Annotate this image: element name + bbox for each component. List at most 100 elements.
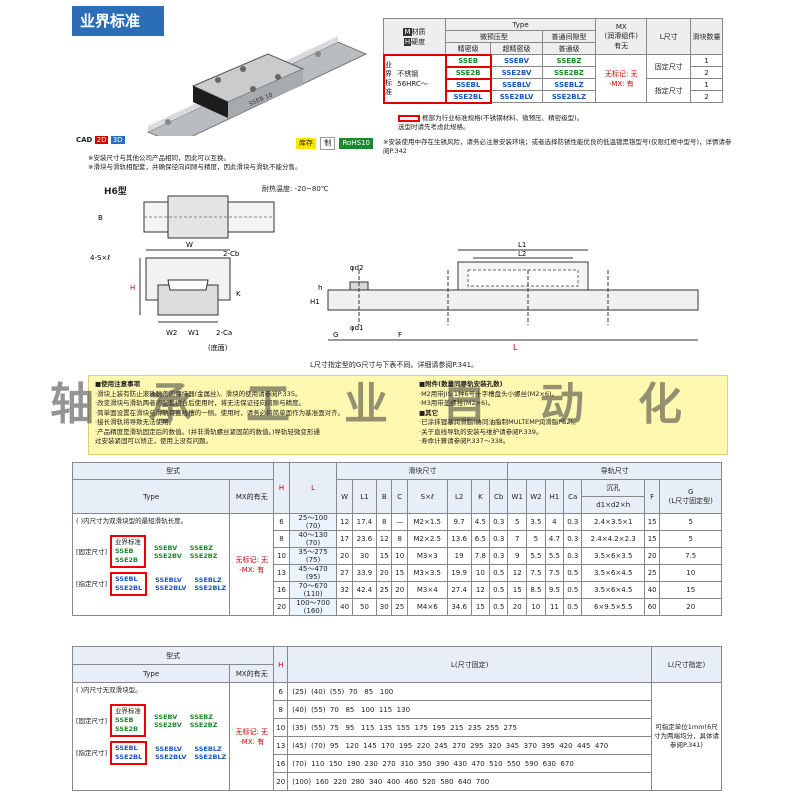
dim-label: H1 xyxy=(310,298,320,306)
type-code: SSEBZ xyxy=(189,712,213,721)
spec-table-dimensions: 型式 H L 滑块尺寸 导轨尺寸 Type MX的有无 W L1 B C S×ℓ… xyxy=(71,462,722,616)
type-code: SSEBL xyxy=(115,744,138,752)
m-icon: M xyxy=(403,27,412,36)
table-cell: 0.5 xyxy=(489,564,509,582)
col-rail: 导轨尺寸 xyxy=(507,462,722,480)
dim-label: W xyxy=(186,241,193,249)
dim-label: K xyxy=(236,290,241,298)
col-b: B xyxy=(376,479,393,514)
h-icon: H xyxy=(403,37,412,46)
table-cell: — xyxy=(391,513,408,531)
type-header: Type xyxy=(444,18,597,31)
table-cell: 0.3 xyxy=(563,547,583,565)
dim-label: 4-S×ℓ xyxy=(90,254,110,262)
grade-normal: 普通级 xyxy=(541,42,597,55)
table-cell: 19.9 xyxy=(446,564,472,582)
type-code: SSEBLV xyxy=(155,745,182,753)
col-w1: W1 xyxy=(507,479,528,514)
table-cell: M3×3 xyxy=(406,547,448,565)
col-l1: L1 xyxy=(351,479,378,514)
bottom-label: (底面) xyxy=(208,343,228,352)
table-cell: 20 xyxy=(643,547,661,565)
table-cell: 20 xyxy=(391,581,408,599)
type-note: ( )内尺寸为双滑块型的最短滑轨长度。 xyxy=(76,517,188,525)
table-cell: 0.3 xyxy=(563,513,583,531)
table-cell: 30 xyxy=(351,547,378,565)
table-cell: 12 xyxy=(507,564,528,582)
type-cell: SSE2BZ xyxy=(541,66,597,79)
col-ca: Ca xyxy=(563,479,583,514)
header-note: ※滑块与滑轨相配套，并确保径向间隙与精度，因此滑块与滑轨不能分售。 xyxy=(88,163,302,171)
type-code: SSE2BLZ xyxy=(194,753,227,761)
col-g: G(L尺寸固定型) xyxy=(659,479,722,514)
dim-label: h xyxy=(318,284,322,292)
cad-2d-badge[interactable]: 2D xyxy=(94,136,109,144)
table-cell: 32 xyxy=(336,581,353,599)
col-mx: MX的有无 xyxy=(229,479,275,514)
type-cell: SSEB xyxy=(444,53,492,68)
table-cell: 15 xyxy=(507,581,528,599)
table-cell: 5 xyxy=(507,513,528,531)
h-cell: 16 xyxy=(273,581,290,599)
table-cell: 0.3 xyxy=(489,530,509,548)
table-cell: 0.5 xyxy=(489,598,509,616)
watermark: 轴承工业自动化 xyxy=(50,379,736,430)
l-cell: 70～670(110) xyxy=(288,581,338,599)
cad-3d-badge[interactable]: 3D xyxy=(110,136,125,144)
table-cell: M2×1.5 xyxy=(406,513,448,531)
type-note: ( )内尺寸无双滑块型。 xyxy=(76,686,142,694)
col-h: H xyxy=(273,646,289,683)
table-cell: 20 xyxy=(507,598,528,616)
page-title: 业界标准 xyxy=(72,6,164,36)
table-cell: 15 xyxy=(643,530,661,548)
dim-label: W1 xyxy=(188,329,199,337)
notice-title: ■使用注意事项 xyxy=(95,380,141,388)
table-cell: 17 xyxy=(336,530,353,548)
h-cell: 6 xyxy=(273,682,289,701)
col-slider: 滑块尺寸 xyxy=(336,462,509,480)
table-cell: M4×6 xyxy=(406,598,448,616)
spec-label: [指定尺寸] xyxy=(76,580,108,588)
dim-label: φd1 xyxy=(350,324,364,332)
col-mx: MX的有无 xyxy=(229,664,275,683)
col-k: K xyxy=(470,479,491,514)
type-code: SSE2BZ xyxy=(189,720,218,729)
table-cell: 15 xyxy=(470,598,491,616)
type-cell: SSEBLZ xyxy=(541,78,597,91)
l-fixed-cell: (25) (40) (55) 70 85 100 xyxy=(287,682,652,701)
table-cell: 7.8 xyxy=(470,547,491,565)
col-type: 型式 xyxy=(71,462,275,480)
h-cell: 13 xyxy=(273,736,289,755)
spec-table-lengths: 型式 H L(尺寸固定) L(尺寸指定) Type MX的有无 ( )内尺寸无双… xyxy=(71,646,722,791)
table-cell: 10 xyxy=(391,547,408,565)
col-w: W xyxy=(336,479,353,514)
type-code: SSEBLV xyxy=(155,576,182,584)
col-type: 型式 xyxy=(71,646,275,665)
h-cell: 20 xyxy=(273,772,289,791)
dim-label: φd2 xyxy=(350,264,364,272)
rohs-badge: RoHS10 xyxy=(339,138,373,149)
dim-label: F xyxy=(398,331,402,339)
type-code: SSEBLZ xyxy=(194,576,222,584)
notice-line: ·接长滑轨将导致无法使用。 xyxy=(95,418,176,426)
mx-note-cell: 无标记: 无-MX: 有 xyxy=(229,682,275,791)
l-cell: 40～130(70) xyxy=(288,530,338,548)
dim-label: L1 xyxy=(518,241,526,249)
table-cell: 20 xyxy=(336,547,353,565)
table-cell: 42.4 xyxy=(351,581,378,599)
table-cell: 12 xyxy=(336,513,353,531)
col-type-sub: Type xyxy=(71,479,231,514)
table-cell: 25 xyxy=(376,581,393,599)
table-cell: 3.5×6×4.5 xyxy=(581,564,645,582)
col-f: F xyxy=(643,479,661,514)
notice-line: ·产品精度是滑轨固定后的数值。(并非滑轨螺丝紧固前的数值。)导轨轻微变形通 xyxy=(95,427,320,436)
l-cell: 45～470(95) xyxy=(288,564,338,582)
col-h: H xyxy=(273,462,290,514)
type-code: SSE2BV xyxy=(154,551,182,560)
type-cell: SSEBV xyxy=(490,54,543,67)
type-code: SSE2BZ xyxy=(189,551,218,560)
dim-label: 2-Ca xyxy=(216,329,232,337)
col-l2: L2 xyxy=(446,479,472,514)
